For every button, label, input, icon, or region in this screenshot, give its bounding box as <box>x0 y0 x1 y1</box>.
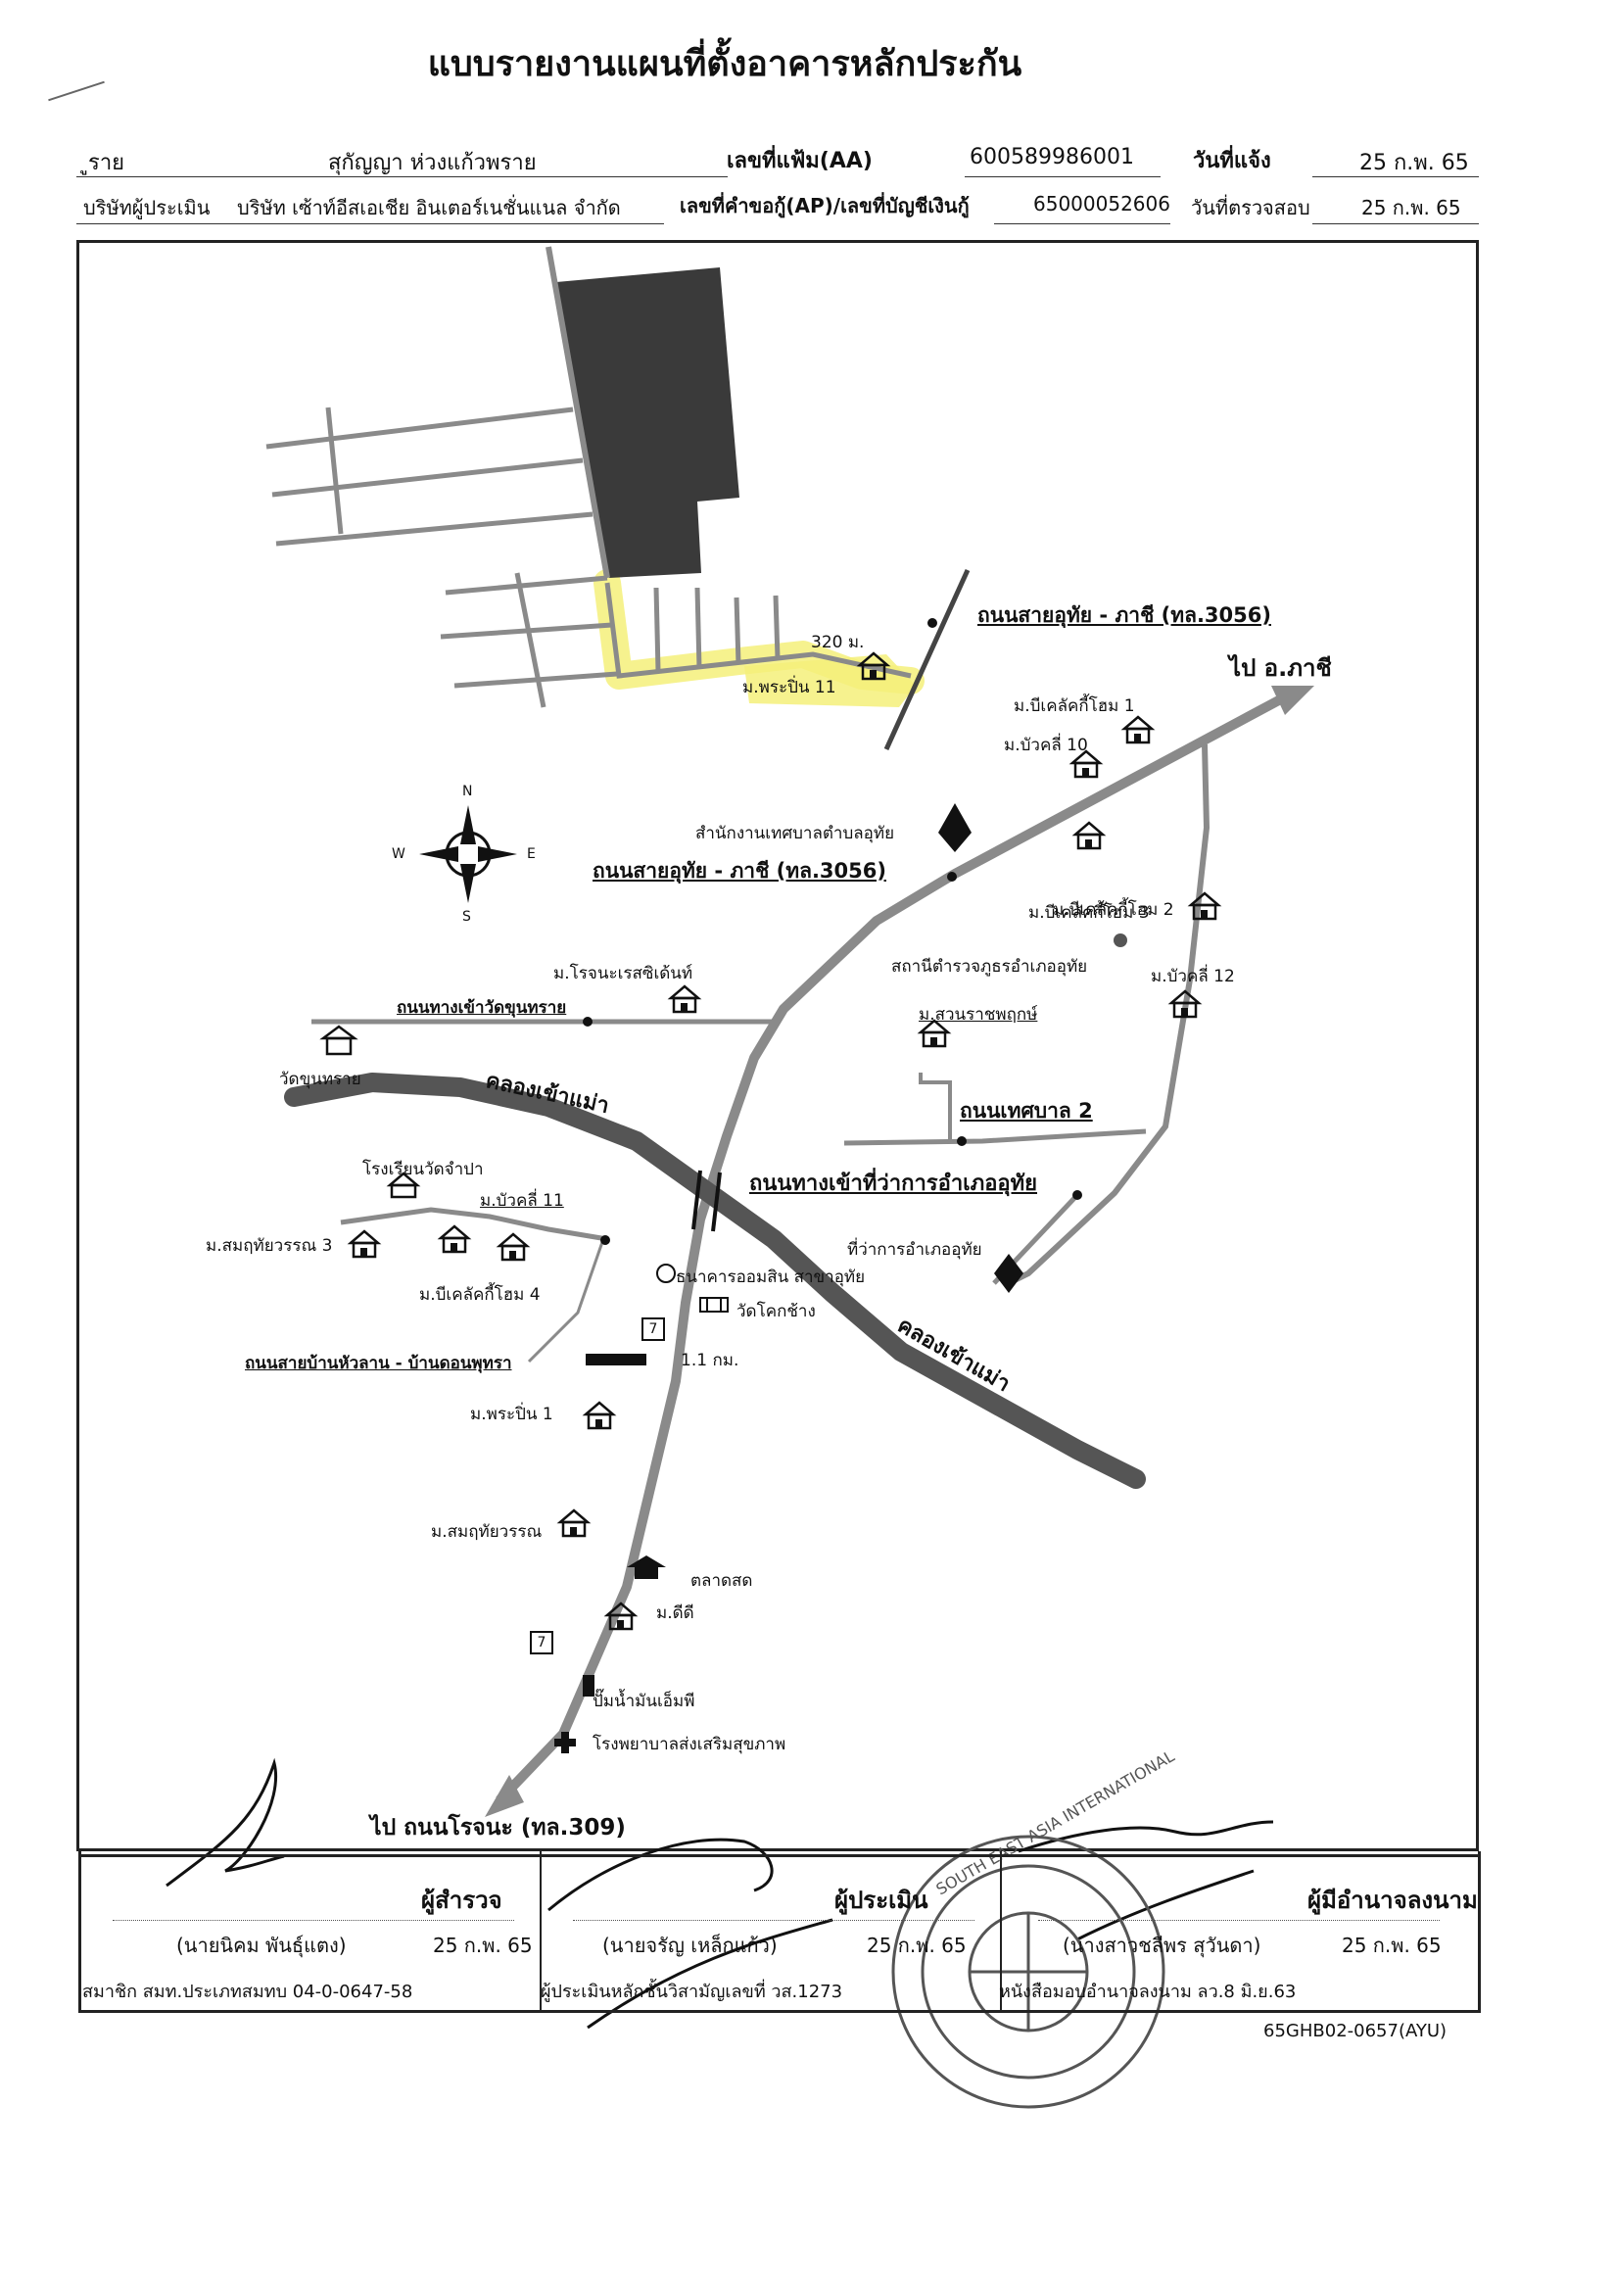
building-road-west <box>546 246 610 579</box>
borrower-label: ูราย <box>88 151 125 175</box>
label-district-office: ที่ว่าการอำเภออุทัย <box>847 1240 982 1260</box>
label-tessaban-office: สำนักงานเทศบาลตำบลอุทัย <box>695 824 895 843</box>
application-no-label: เลขที่คำขอกู้(AP)/เลขที่บัญชีเงินกู้ <box>680 194 970 217</box>
borrower-underline <box>76 176 728 177</box>
map-frame <box>76 240 1479 1851</box>
reference-code: 65GHB02-0657(AYU) <box>1263 2021 1448 2041</box>
label-road-wat-khunsai: ถนนทางเข้าวัดขุนทราย <box>397 998 567 1018</box>
label-blecat-1: ม.บีเคลัคกี้โฮม 1 <box>1014 696 1135 716</box>
authority-poa: หนังสือมอบอำนาจลงนาม ลว.8 มิ.ย.63 <box>999 1982 1297 2002</box>
lane-suanratchaphruek <box>919 1073 952 1141</box>
surveyor-date: 25 ก.พ. 65 <box>433 1934 533 1957</box>
inspect-date-label: วันที่ตรวจสอบ <box>1191 196 1310 219</box>
label-phrapin-1: ม.พระปิ่น 1 <box>470 1405 553 1424</box>
local-road-east <box>1007 743 1210 1286</box>
authority-title: ผู้มีอำนาจลงนาม <box>1307 1887 1478 1914</box>
authority-date: 25 ก.พ. 65 <box>1342 1934 1442 1957</box>
label-to-rojana: ไป ถนนโรจนะ (ทล.309) <box>370 1815 626 1841</box>
inspect-date-value: 25 ก.พ. 65 <box>1361 196 1461 219</box>
label-blecat-2: ม.บีเคลัคกี้โฮม 2 <box>1053 900 1174 920</box>
company-underline <box>76 223 664 224</box>
arrow-to-rojana <box>485 1775 524 1817</box>
road-3056-top <box>883 568 971 751</box>
label-wat-khok-chang: วัดโคกช้าง <box>736 1302 816 1321</box>
file-no-value: 600589986001 <box>970 145 1134 169</box>
label-distance-1-1: 1.1 กม. <box>681 1351 739 1370</box>
report-date-value: 25 ก.พ. 65 <box>1359 151 1469 175</box>
road-huaklan-branch <box>527 1241 604 1363</box>
seven-eleven-icon: 7 <box>641 1317 665 1341</box>
road-tessaban-2 <box>843 1128 1147 1146</box>
compass-w: W <box>392 846 405 862</box>
label-road-district-office: ถนนทางเข้าที่ว่าการอำเภออุทัย <box>749 1172 1038 1196</box>
label-school-wat-champa: โรงเรียนวัดจำปา <box>362 1160 484 1179</box>
label-gsb-bank: ธนาคารออมสิน สาขาอุทัย <box>676 1268 866 1287</box>
seven-eleven-icon: 7 <box>530 1631 553 1654</box>
label-blecat-4: ม.บีเคลัคกี้โฮม 4 <box>419 1285 541 1305</box>
label-to-phachi: ไป อ.ภาชี <box>1229 654 1332 682</box>
subject-building-block <box>556 267 739 578</box>
file-no-underline <box>965 176 1161 177</box>
label-market: ตลาดสด <box>690 1571 753 1591</box>
label-road-3056-top: ถนนสายอุทัย - ภาชี (ทล.3056) <box>977 603 1271 627</box>
authority-signature-line <box>1038 1920 1440 1921</box>
signature-table-top <box>78 1854 1481 1857</box>
road-huaklan-donphutsa <box>340 1207 608 1242</box>
label-rojana-residence: ม.โรจนะเรสซิเด้นท์ <box>553 964 693 983</box>
canal-khlong-khao-mao <box>284 1073 1146 1489</box>
label-health-hospital: โรงพยาบาลส่งเสริมสุขภาพ <box>593 1735 786 1754</box>
label-police-station: สถานีตำรวจภูธรอำเภออุทัย <box>891 957 1088 977</box>
compass-e: E <box>527 846 536 862</box>
surveyor-membership: สมาชิก สมท.ประเภทสมทบ 04-0-0647-58 <box>82 1982 413 2002</box>
label-buakhli-10: ม.บัวคลี่ 10 <box>1004 736 1088 755</box>
appraiser-name: (นายจรัญ เหล็กแก้ว) <box>602 1934 778 1957</box>
label-somruthai: ม.สมฤทัยวรรณ <box>431 1522 543 1542</box>
report-date-underline <box>1312 176 1479 177</box>
document-title: แบบรายงานแผนที่ตั้งอาคารหลักประกัน <box>427 44 1022 84</box>
label-buakhli-11: ม.บัวคลี่ 11 <box>480 1191 564 1211</box>
authority-name: (นางสาวชลีพร สุวันดา) <box>1063 1934 1261 1957</box>
compass-s: S <box>462 909 471 925</box>
label-buakhli-12: ม.บัวคลี่ 12 <box>1151 967 1235 986</box>
label-distance-320: 320 ม. <box>811 633 865 652</box>
bridge-symbol <box>691 1170 722 1232</box>
compass-rose <box>419 805 517 903</box>
signatures-scribbles <box>166 1757 1274 2030</box>
label-road-3056-mid: ถนนสายอุทัย - ภาชี (ทล.3056) <box>593 859 886 883</box>
surveyor-signature-line <box>113 1920 514 1921</box>
appraiser-company-label: บริษัทผู้ประเมิน <box>83 196 211 219</box>
label-suanratchaphruek: ม.สวนราชพฤกษ์ <box>919 1005 1038 1025</box>
file-no-label: เลขที่แฟ้ม(AA) <box>727 149 873 173</box>
appraiser-title: ผู้ประเมิน <box>834 1887 928 1914</box>
label-road-tessaban-2: ถนนเทศบาล 2 <box>960 1099 1093 1123</box>
label-ptt-station: ปั๊มน้ำมันเอ็มพี <box>593 1692 695 1711</box>
label-blecat-3: ม.บีเคลัคกี้โฮม 3 <box>1028 903 1150 923</box>
inspect-date-underline <box>1312 223 1479 224</box>
arrow-to-phachi <box>1271 686 1314 715</box>
application-no-value: 65000052606 <box>1033 192 1170 215</box>
signature-table <box>78 1851 1481 2013</box>
side-street-grid <box>265 407 618 708</box>
appraiser-license: ผู้ประเมินหลักชั้นวิสามัญเลขที่ วส.1273 <box>541 1982 843 2002</box>
label-mdd: ม.ดีดี <box>656 1603 694 1623</box>
surveyor-title: ผู้สำรวจ <box>421 1887 502 1914</box>
label-somruthai-3: ม.สมฤทัยวรรณ 3 <box>206 1236 333 1256</box>
report-date-label: วันที่แจ้ง <box>1193 149 1271 173</box>
appraiser-date: 25 ก.พ. 65 <box>867 1934 967 1957</box>
signature-divider <box>1000 1851 1002 2010</box>
appraiser-signature-line <box>573 1920 974 1921</box>
label-phrapin-11: ม.พระปิ่น 11 <box>742 678 836 697</box>
application-no-underline <box>994 223 1170 224</box>
compass-n: N <box>462 784 473 799</box>
signature-divider <box>540 1851 542 2010</box>
label-wat-khunsai: วัดขุนทราย <box>279 1070 361 1089</box>
borrower-name: สุกัญญา ห่วงแก้วพราย <box>328 151 537 175</box>
surveyor-name: (นายนิคม พันธุ์แตง) <box>176 1934 347 1957</box>
appraiser-company: บริษัท เซ้าท์อีสเอเชีย อินเตอร์เนชั่นแนล… <box>237 196 621 219</box>
label-road-huaklan: ถนนสายบ้านหัวลาน - บ้านดอนพุทรา <box>245 1354 512 1373</box>
